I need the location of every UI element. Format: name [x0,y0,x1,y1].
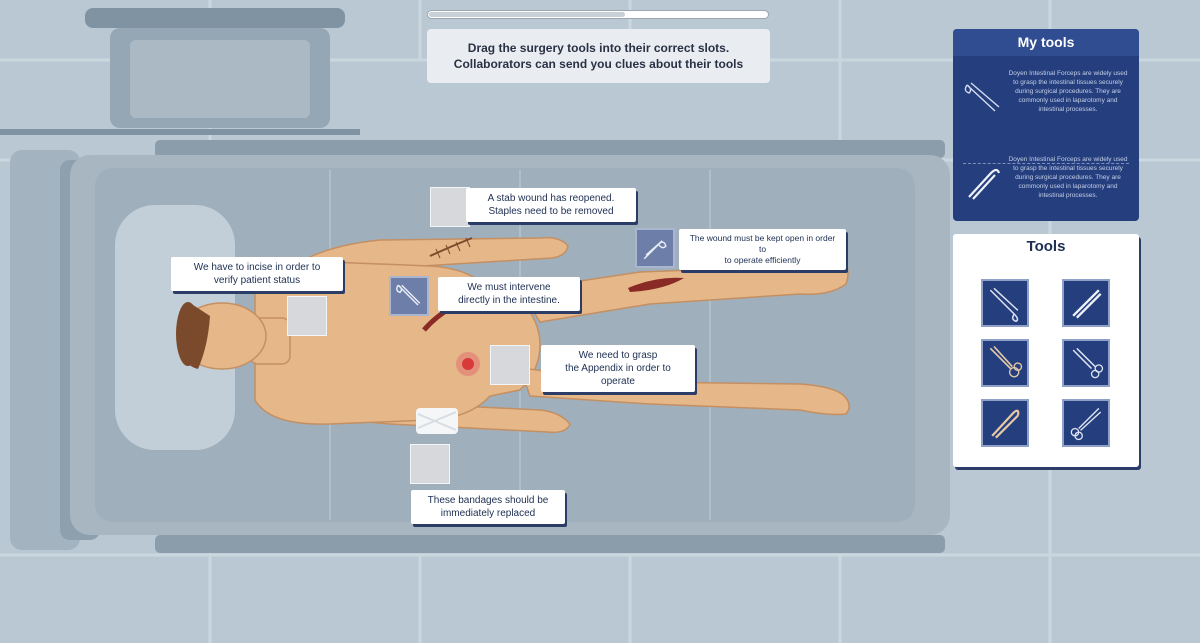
progress-fill [429,12,625,17]
doyen-forceps-icon [961,161,1005,205]
my-tool-description: Doyen Intestinal Forceps are widely used… [1008,70,1128,113]
clue-keep-open: The wound must be kept open in order to … [679,229,846,270]
my-tool-item[interactable]: Doyen Intestinal Forceps are widely used… [953,145,1139,221]
scissors-icon [989,345,1023,378]
my-tool-description: Doyen Intestinal Forceps are widely used… [1008,156,1128,199]
tweezers-icon [1072,289,1102,319]
progress-bar [427,10,769,19]
drop-slot-stab-wound[interactable] [430,187,470,227]
clue-appendix: We need to grasp the Appendix in order t… [541,345,695,392]
my-tools-panel: My tools Doyen Intestinal Forceps are wi… [953,29,1139,221]
tool-card-hemostat[interactable] [1062,339,1110,387]
hemostat-icon [1072,347,1104,379]
doyen-forceps-icon [961,75,1005,119]
clue-bandages: These bandages should be immediately rep… [411,490,565,524]
needle-holder-icon [1070,407,1102,441]
drop-slot-bandages[interactable] [410,444,450,484]
my-tools-divider [963,163,1129,164]
tool-card-scissors[interactable] [981,339,1029,387]
retractor-icon [989,287,1019,323]
clue-intestine: We must intervene directly in the intest… [438,277,580,311]
retractor-icon [643,240,667,260]
tool-card-retractor[interactable] [981,279,1029,327]
staple-remover-icon [991,409,1020,439]
tool-card-needle-holder[interactable] [1062,399,1110,447]
tool-card-staple-remover[interactable] [981,399,1029,447]
drop-slot-appendix[interactable] [490,345,530,385]
tools-title: Tools [1026,238,1066,255]
instructions-line-1: Drag the surgery tools into their correc… [467,41,730,55]
doyen-forceps-icon [396,284,421,306]
tool-card-tweezers[interactable] [1062,279,1110,327]
instructions-banner: Drag the surgery tools into their correc… [427,29,770,83]
drop-slot-incise[interactable] [287,296,327,336]
tools-panel: Tools [953,234,1139,467]
clue-stab-wound: A stab wound has reopened. Staples need … [466,188,636,222]
clue-incise: We have to incise in order to verify pat… [171,257,343,291]
drop-slot-intestine[interactable] [389,276,429,316]
instructions-line-2: Collaborators can send you clues about t… [453,57,744,71]
drop-slot-keep-open[interactable] [635,228,675,268]
my-tool-item[interactable]: Doyen Intestinal Forceps are widely used… [953,59,1139,137]
my-tools-title: My tools [953,29,1139,56]
